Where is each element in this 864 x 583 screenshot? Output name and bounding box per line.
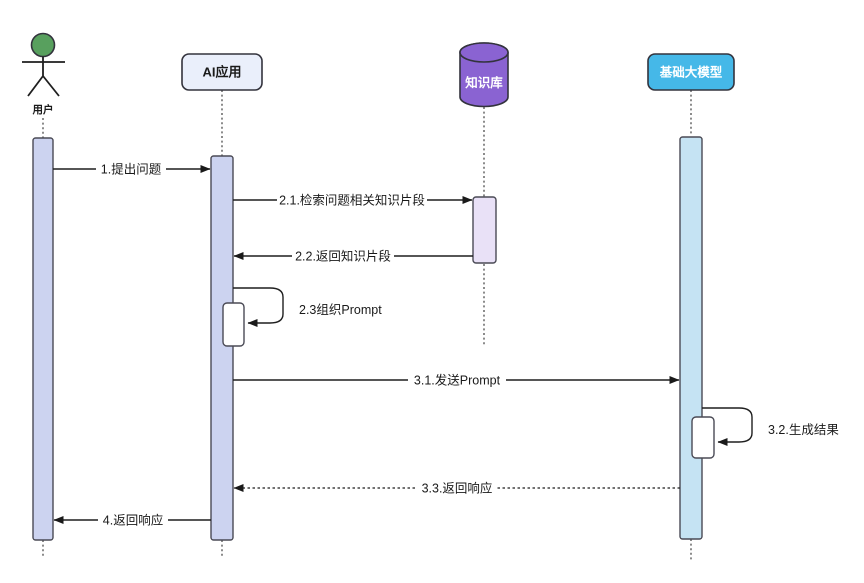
participant-base-model-label: 基础大模型 xyxy=(659,65,723,80)
message-2-3-organize-prompt: 2.3组织Prompt xyxy=(222,287,382,347)
activation-bars xyxy=(32,136,703,541)
participant-knowledge-base: 知识库 xyxy=(459,42,509,108)
message-3-2-label: 3.2.生成结果 xyxy=(768,423,839,437)
message-3-2-loop xyxy=(702,407,753,446)
message-2-3-loop xyxy=(233,287,284,327)
ai-app-box xyxy=(181,53,263,91)
message-1-ask-question: 1.提出问题 xyxy=(53,161,211,177)
participant-user-label: 用户 xyxy=(32,103,54,116)
base-model-box xyxy=(647,53,735,91)
message-2-1-retrieve-knowledge: 2.1.检索问题相关知识片段 xyxy=(233,192,473,208)
lifelines xyxy=(42,90,692,560)
activation-base-model xyxy=(679,136,703,540)
activation-ai-app-self xyxy=(222,302,245,347)
participant-user: 用户 xyxy=(22,32,65,116)
message-2-2-label-bg xyxy=(292,248,394,264)
message-2-1-label-bg xyxy=(277,192,427,208)
message-3-3-label-bg xyxy=(417,480,497,496)
message-3-1-send-prompt: 3.1.发送Prompt xyxy=(233,372,680,388)
message-3-3-return-response: 3.3.返回响应 xyxy=(233,480,680,496)
message-3-2-generate-result: 3.2.生成结果 xyxy=(691,407,839,459)
message-3-3-label: 3.3.返回响应 xyxy=(422,481,493,496)
message-2-3-label: 2.3组织Prompt xyxy=(299,303,382,317)
actor-body xyxy=(22,56,65,97)
participant-knowledge-base-label: 知识库 xyxy=(464,75,503,90)
participant-ai-app-label: AI应用 xyxy=(202,65,241,80)
activation-user xyxy=(32,137,54,541)
activation-knowledge-base xyxy=(472,196,497,264)
message-1-label-bg xyxy=(96,161,166,177)
knowledge-base-cylinder-top xyxy=(459,42,509,63)
activation-ai-app xyxy=(210,155,234,541)
message-1-label: 1.提出问题 xyxy=(101,162,162,177)
actor-head xyxy=(30,32,56,58)
participant-base-model: 基础大模型 xyxy=(647,53,735,91)
participant-ai-app: AI应用 xyxy=(181,53,263,91)
activation-base-model-self xyxy=(691,416,715,459)
message-4-label: 4.返回响应 xyxy=(103,513,163,528)
message-2-2-label: 2.2.返回知识片段 xyxy=(295,249,391,264)
message-2-1-label: 2.1.检索问题相关知识片段 xyxy=(279,193,425,208)
message-3-1-label: 3.1.发送Prompt xyxy=(414,373,501,388)
message-4-label-bg xyxy=(98,512,168,528)
message-2-2-return-knowledge: 2.2.返回知识片段 xyxy=(233,248,473,264)
message-3-1-label-bg xyxy=(408,372,506,388)
message-4-return-response: 4.返回响应 xyxy=(53,512,211,528)
